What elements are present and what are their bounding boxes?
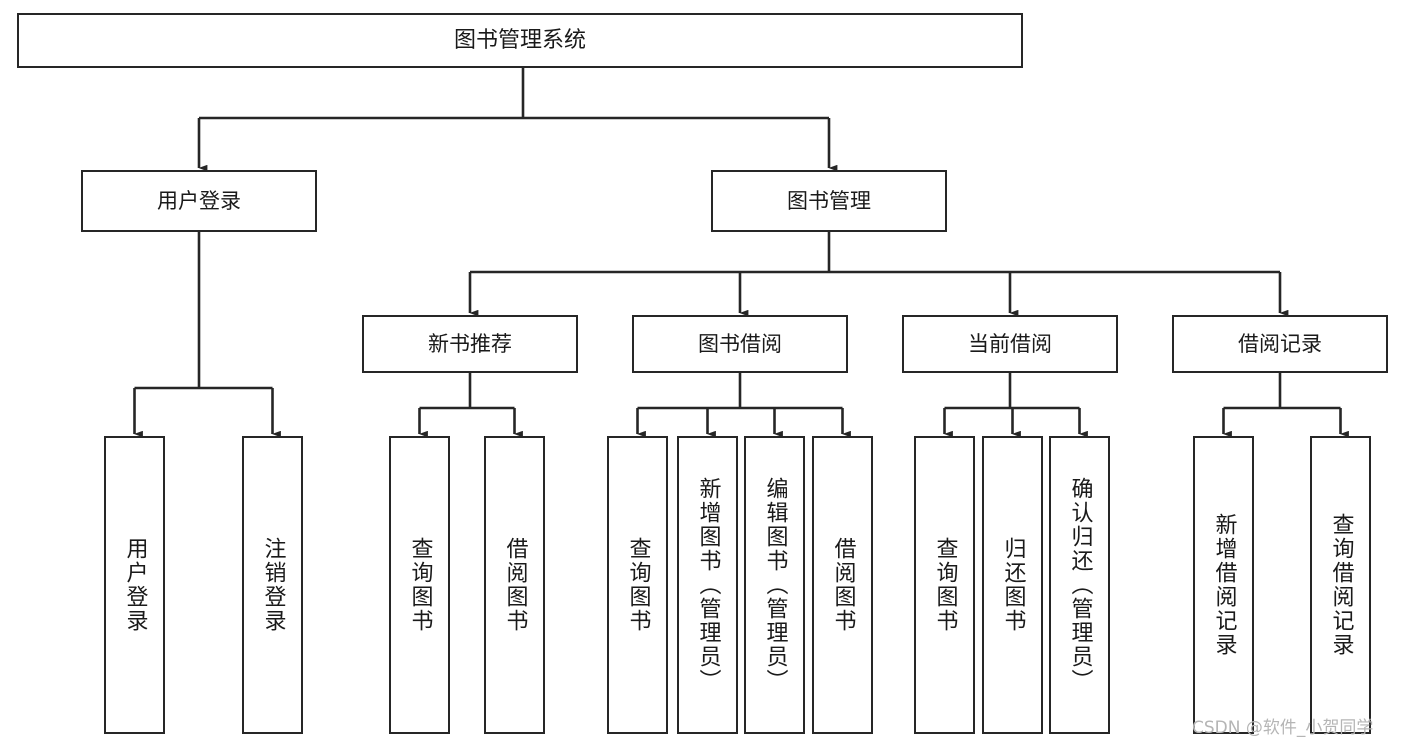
node-leaf-edit-book-label: 编辑图书（管理员） [762, 477, 788, 693]
node-leaf-confirm-return-label: 确认归还（管理员） [1067, 477, 1093, 693]
node-current-borrow-label: 当前借阅 [968, 331, 1052, 356]
node-leaf-return-book[interactable]: 归还图书 [982, 436, 1043, 734]
node-borrow-record-label: 借阅记录 [1238, 331, 1322, 356]
node-leaf-user-login[interactable]: 用户登录 [104, 436, 165, 734]
node-leaf-add-record-label: 新增借阅记录 [1211, 513, 1237, 657]
node-leaf-add-record[interactable]: 新增借阅记录 [1193, 436, 1254, 734]
node-current-borrow[interactable]: 当前借阅 [902, 315, 1118, 373]
node-leaf-query-book-3-label: 查询图书 [932, 537, 958, 633]
node-book-manage[interactable]: 图书管理 [711, 170, 947, 232]
node-root[interactable]: 图书管理系统 [17, 13, 1023, 68]
node-leaf-query-book-2-label: 查询图书 [625, 537, 651, 633]
node-book-borrow[interactable]: 图书借阅 [632, 315, 848, 373]
node-leaf-user-logout[interactable]: 注销登录 [242, 436, 303, 734]
node-book-borrow-label: 图书借阅 [698, 331, 782, 356]
node-leaf-borrow-book-1-label: 借阅图书 [502, 537, 528, 633]
node-leaf-borrow-book-1[interactable]: 借阅图书 [484, 436, 545, 734]
node-leaf-return-book-label: 归还图书 [1000, 537, 1026, 633]
node-leaf-query-record[interactable]: 查询借阅记录 [1310, 436, 1371, 734]
node-leaf-query-book-1-label: 查询图书 [407, 537, 433, 633]
node-user-login-label: 用户登录 [157, 188, 241, 213]
node-root-label: 图书管理系统 [453, 27, 586, 53]
node-user-login[interactable]: 用户登录 [81, 170, 317, 232]
node-leaf-query-book-2[interactable]: 查询图书 [607, 436, 668, 734]
node-leaf-edit-book[interactable]: 编辑图书（管理员） [744, 436, 805, 734]
node-leaf-user-login-label: 用户登录 [122, 537, 148, 633]
node-leaf-query-book-1[interactable]: 查询图书 [389, 436, 450, 734]
node-leaf-confirm-return[interactable]: 确认归还（管理员） [1049, 436, 1110, 734]
node-leaf-query-book-3[interactable]: 查询图书 [914, 436, 975, 734]
node-leaf-borrow-book-2[interactable]: 借阅图书 [812, 436, 873, 734]
node-leaf-add-book-label: 新增图书（管理员） [695, 477, 721, 693]
node-borrow-record[interactable]: 借阅记录 [1172, 315, 1388, 373]
node-new-book-rec-label: 新书推荐 [428, 331, 512, 356]
node-leaf-borrow-book-2-label: 借阅图书 [830, 537, 856, 633]
node-leaf-user-logout-label: 注销登录 [260, 537, 286, 633]
node-new-book-rec[interactable]: 新书推荐 [362, 315, 578, 373]
node-book-manage-label: 图书管理 [787, 188, 871, 213]
node-leaf-query-record-label: 查询借阅记录 [1328, 513, 1354, 657]
node-leaf-add-book[interactable]: 新增图书（管理员） [677, 436, 738, 734]
